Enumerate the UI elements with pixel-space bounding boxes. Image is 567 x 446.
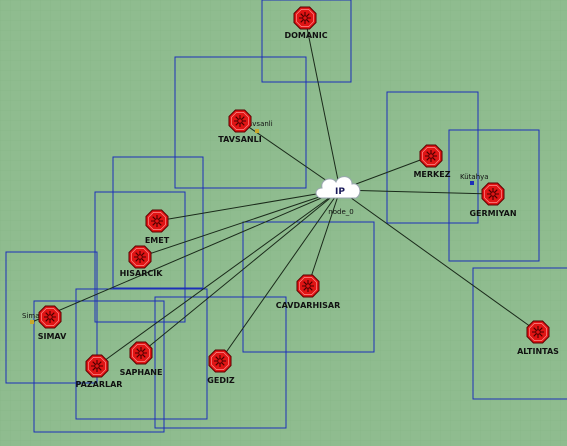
router-label: GERMIYAN [469,209,516,218]
subnet-box-gediz [154,296,287,429]
small-node-icon [30,320,34,324]
small-node-label: Kütahya [460,173,489,181]
subnet-box-cavdarhisar [242,221,375,353]
cloud-label: node_0 [328,208,353,216]
link-altintas [339,189,539,333]
router-altintas[interactable]: ALTINTAS [517,320,559,356]
link-emet [156,189,341,222]
router-icon [208,349,232,373]
router-label: PAZARLAR [76,380,123,389]
router-icon [228,109,252,133]
cloud-icon [315,176,361,199]
router-hisarcik[interactable]: HISARCIK [120,245,164,278]
cloud-title: IP [335,187,345,197]
router-gediz[interactable]: GEDIZ [207,349,235,385]
router-label: GEDIZ [207,376,235,385]
small-node-icon [470,181,474,185]
small-node-icon [255,129,259,133]
router-label: TAVSANLI [218,135,261,144]
subnet-box-simav [5,251,98,384]
subnet-box-altintas [472,267,567,400]
router-label: SAPHANE [120,368,163,377]
router-simav[interactable]: SIMAV [38,305,67,341]
router-icon [293,6,317,30]
router-icon [129,341,153,365]
router-icon [481,182,505,206]
router-icon [526,320,550,344]
router-icon [145,209,169,233]
link-simav [31,189,341,323]
router-pazarlar[interactable]: PAZARLAR [76,354,123,389]
link-pazarlar [96,189,341,367]
router-label: ALTINTAS [517,347,559,356]
subnet-box-hisarcik [94,191,186,323]
router-label: MERKEZ [413,170,450,179]
small-node-kutahya[interactable]: Kütahya [460,173,489,185]
router-icon [296,274,320,298]
router-icon [38,305,62,329]
subnet-box-germiyan [448,129,540,262]
small-node-simav[interactable]: Simav [22,312,44,324]
link-domanic [304,17,341,191]
router-merkez[interactable]: MERKEZ [413,144,451,179]
link-hisarcik [139,189,341,258]
link-germiyan [339,189,494,195]
subnet-box-pazarlar [33,300,165,433]
router-tavsanli[interactable]: TAVSANLI [218,109,262,144]
router-label: CAVDARHISAR [276,301,341,310]
link-gediz [219,189,341,362]
cloud-node[interactable]: IP node_0 [315,176,361,216]
subnet-box-tavsanli [174,56,307,189]
small-node-tavsanli[interactable]: avsanli [248,120,273,133]
router-icon [85,354,109,378]
small-node-label: avsanli [248,120,273,128]
router-label: EMET [145,236,170,245]
subnet-box-emet [112,156,204,289]
subnet-box-saphane [75,288,208,420]
link-saphane [140,189,341,354]
router-label: HISARCIK [120,269,164,278]
router-label: DOMANIC [284,31,327,40]
router-germiyan[interactable]: GERMIYAN [469,182,517,218]
router-saphane[interactable]: SAPHANE [120,341,163,377]
router-cavdarhisar[interactable]: CAVDARHISAR [276,274,341,310]
small-node-label: Simav [22,312,44,320]
subnet-box-merkez [386,91,479,224]
router-icon [419,144,443,168]
router-icon [128,245,152,269]
router-domanic[interactable]: DOMANIC [284,6,328,40]
link-cavdarhisar [307,189,341,287]
router-label: SIMAV [38,332,67,341]
router-emet[interactable]: EMET [145,209,170,245]
